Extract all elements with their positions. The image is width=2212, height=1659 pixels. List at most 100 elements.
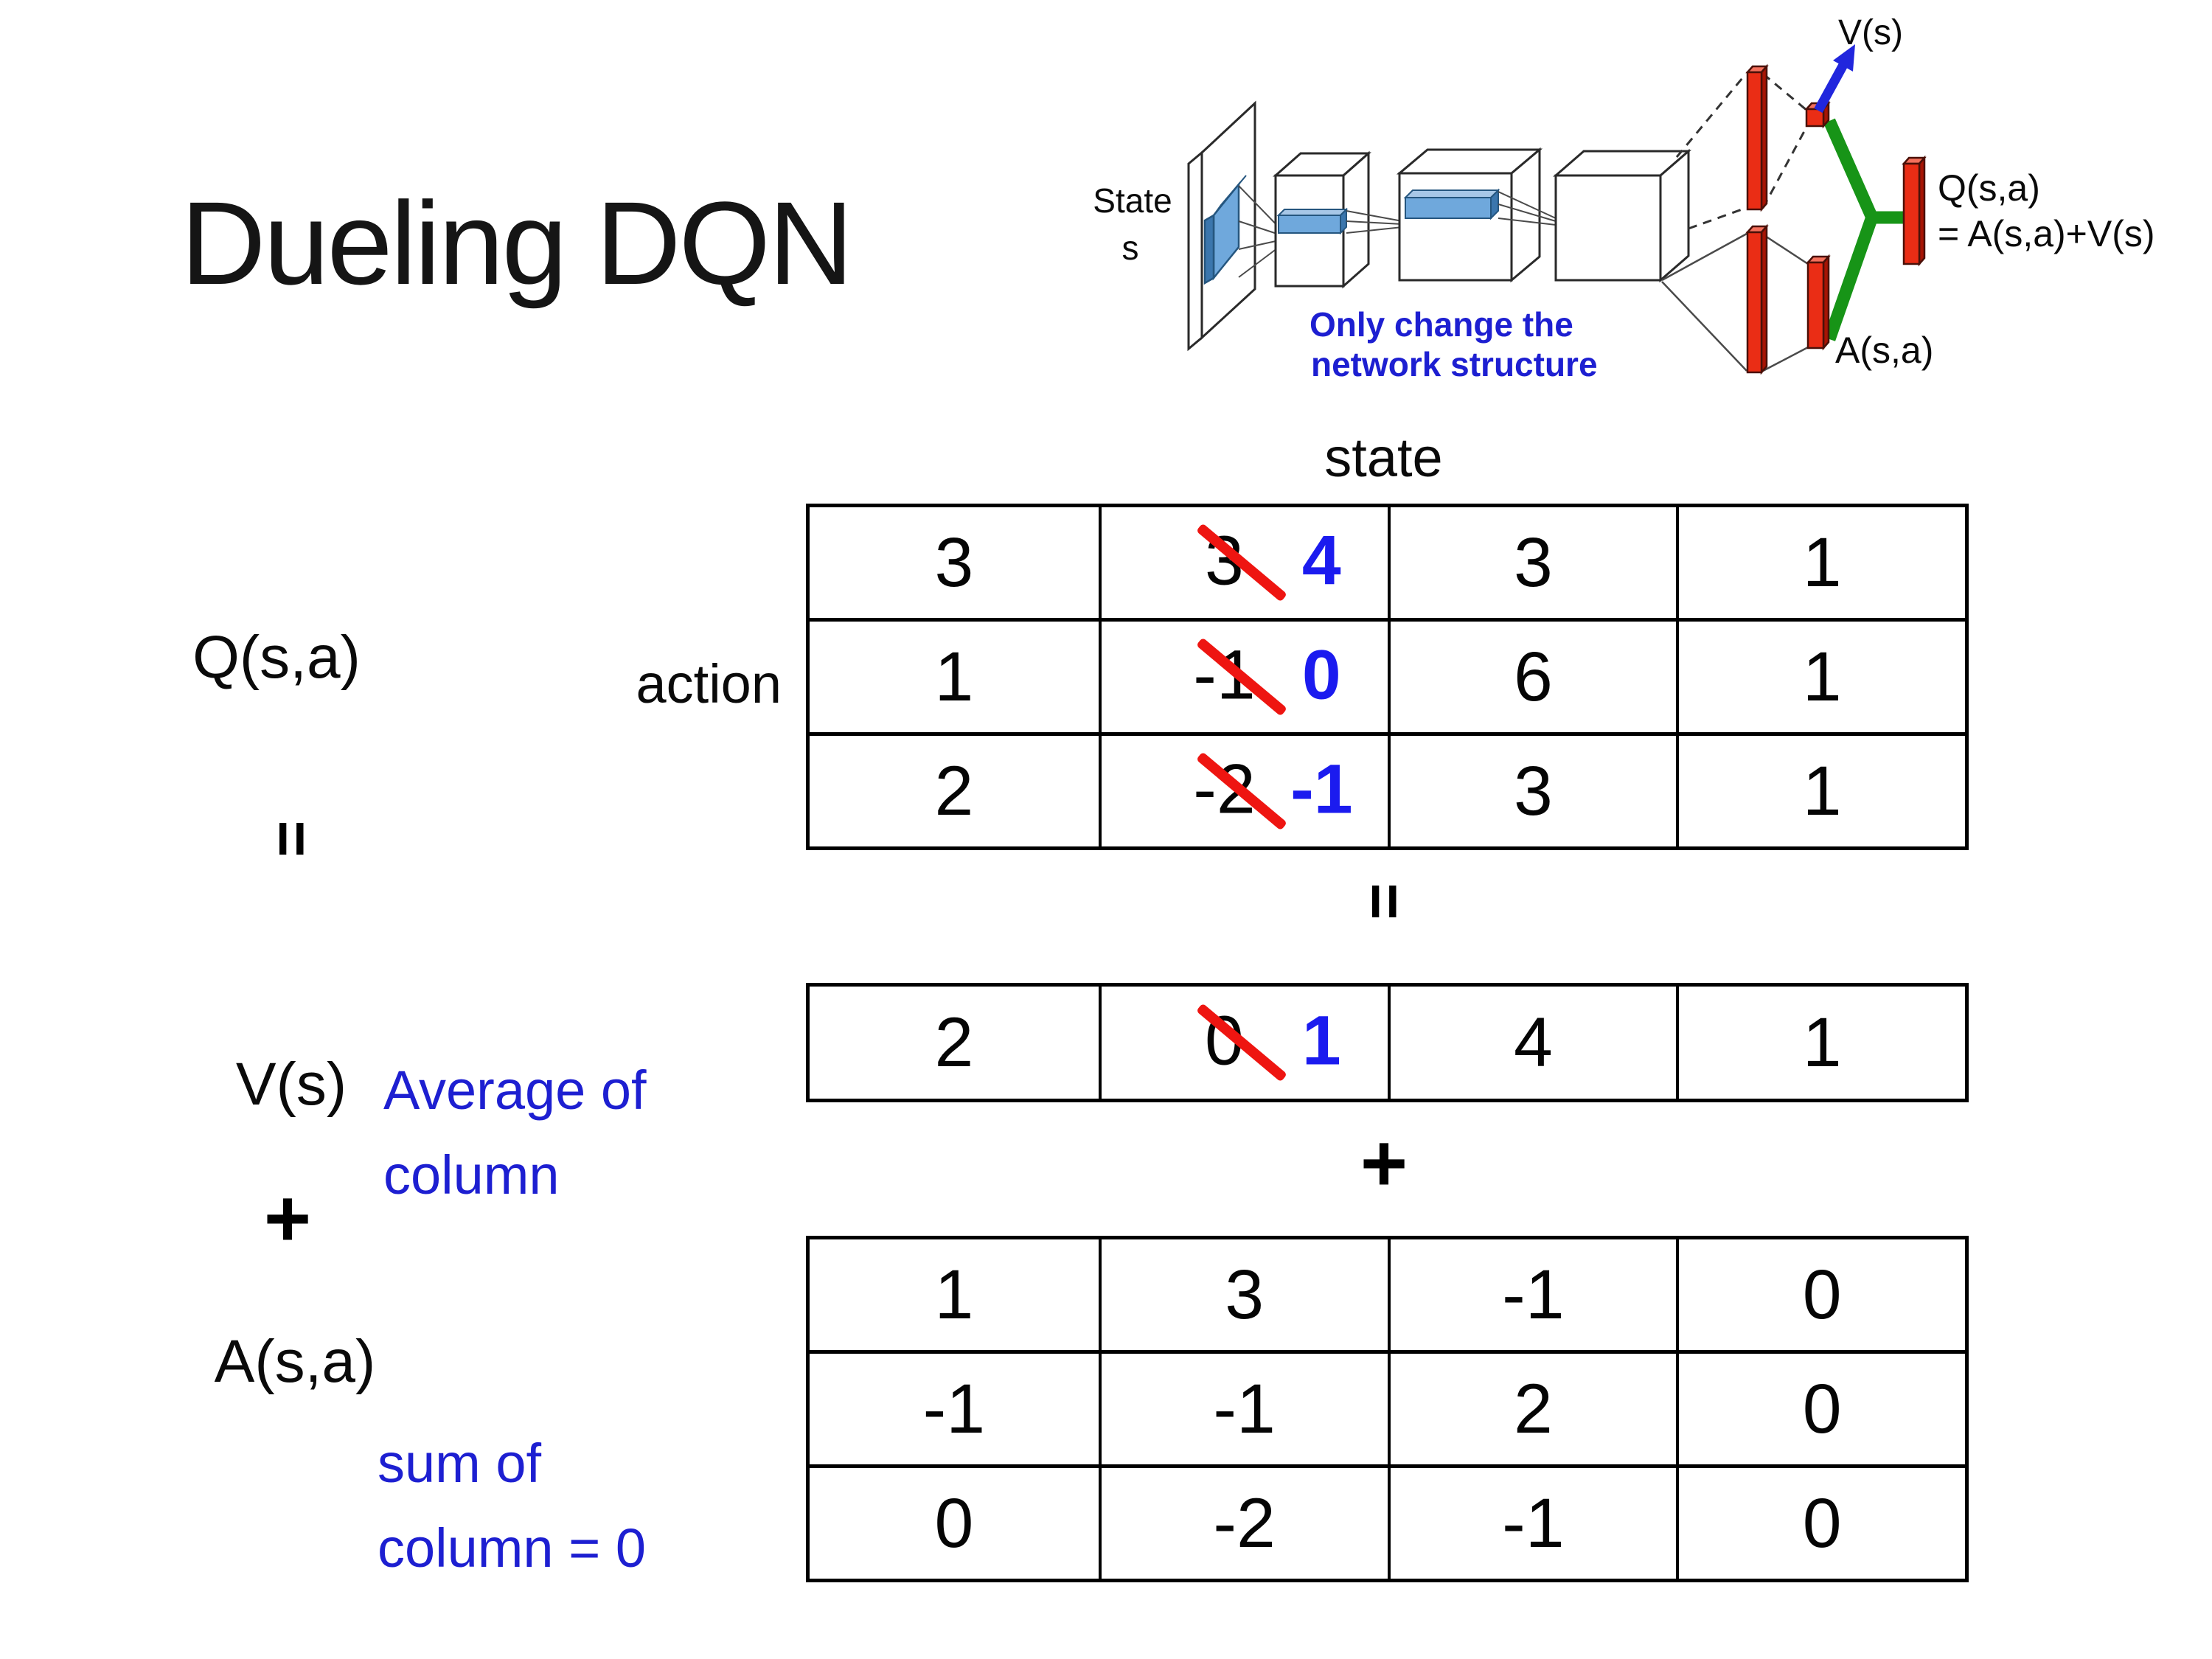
cell-value: -1 <box>922 1369 986 1448</box>
a-cell: 0 <box>1676 1239 1965 1350</box>
v-cell-corrected: 0 1 <box>1098 987 1388 1099</box>
plus-glyph-left: + <box>263 1173 312 1264</box>
new-value: -1 <box>1290 750 1353 829</box>
dueling-network-diagram: State s V(s) Q(s,a) = A(s,a)+V(s) A(s,a)… <box>1093 13 2155 383</box>
q-cell: 3 <box>1387 507 1677 618</box>
state-input-label-line1: State <box>1093 181 1172 220</box>
v-cell: 4 <box>1387 987 1677 1099</box>
equation-v-label: V(s) <box>235 1051 347 1118</box>
feature-bar-2 <box>1403 188 1500 220</box>
cell-value: 2 <box>1513 1369 1553 1448</box>
q-cell-corrected: 3 4 <box>1098 507 1388 618</box>
cell-value: -1 <box>1502 1255 1565 1334</box>
q-output-label: Q(s,a) <box>1938 167 2040 209</box>
a-cell: -2 <box>1098 1468 1388 1579</box>
cell-value: 1 <box>1802 1003 1842 1082</box>
sum-note-line1: sum of <box>378 1433 542 1494</box>
state-axis-label: state <box>1324 427 1443 488</box>
conv-fan-lines-2 <box>1346 210 1403 234</box>
a-cell: 0 <box>1676 1468 1965 1579</box>
v-cell: 1 <box>1676 987 1965 1099</box>
a-cell: 1 <box>810 1239 1099 1350</box>
cell-value: 2 <box>934 1003 974 1082</box>
feature-bar-1 <box>1276 207 1349 235</box>
sum-note-line2: column = 0 <box>378 1517 647 1579</box>
cell-value: 0 <box>1802 1369 1842 1448</box>
network-note-line2: network structure <box>1311 345 1598 383</box>
q-cell-corrected: -2 -1 <box>1098 736 1388 846</box>
page-title: Dueling DQN <box>181 177 854 309</box>
table-row: 3 3 4 3 1 <box>810 507 1965 618</box>
cell-value: -2 <box>1213 1484 1276 1562</box>
cell-value: 1 <box>1802 523 1842 602</box>
q-output-formula: = A(s,a)+V(s) <box>1938 213 2155 254</box>
table-row: -1 -1 2 0 <box>810 1350 1965 1464</box>
rotated-equals-glyph: = <box>256 819 327 858</box>
equation-a-label: A(s,a) <box>214 1328 376 1395</box>
advantage-table: 1 3 -1 0 -1 -1 2 0 0 -2 -1 0 <box>806 1236 1969 1582</box>
plus-glyph-center: + <box>1360 1118 1408 1208</box>
q-cell-corrected: -1 0 <box>1098 622 1388 732</box>
cell-value: 1 <box>1802 637 1842 716</box>
cell-value: 1 <box>934 637 974 716</box>
network-note-line1: Only change the <box>1310 305 1573 344</box>
a-cell: -1 <box>1387 1468 1677 1579</box>
state-input-label-line2: s <box>1122 229 1139 267</box>
advantage-output-label: A(s,a) <box>1835 330 1933 371</box>
value-output-arrow <box>1814 44 1855 114</box>
new-value: 1 <box>1301 1001 1341 1080</box>
advantage-hidden-bar <box>1745 223 1769 375</box>
cell-value: 3 <box>1225 1255 1265 1334</box>
q-cell: 1 <box>1676 507 1965 618</box>
a-cell: -1 <box>1387 1239 1677 1350</box>
q-output-bar <box>1902 155 1927 267</box>
conv-patch-icon <box>1203 175 1247 285</box>
cell-value: 4 <box>1513 1003 1553 1082</box>
value-hidden-bar <box>1745 63 1769 212</box>
cell-value: -1 <box>1213 1369 1276 1448</box>
table-row: 1 3 -1 0 <box>810 1239 1965 1350</box>
average-note-line1: Average of <box>383 1060 647 1121</box>
a-cell: -1 <box>1098 1354 1388 1464</box>
advantage-stream-links <box>1661 232 1810 372</box>
cell-value: 0 <box>934 1484 974 1562</box>
equation-plus-center: + <box>1329 1118 1439 1208</box>
advantage-vector-bar <box>1806 254 1831 351</box>
equation-equals-center: = <box>1329 861 1439 941</box>
new-value: 0 <box>1301 636 1341 714</box>
q-value-table: 3 3 4 3 1 1 -1 0 6 1 2 -2 -1 <box>806 504 1969 850</box>
new-value: 4 <box>1301 521 1341 600</box>
cell-value: 6 <box>1513 637 1553 716</box>
conv-fan-lines-3 <box>1498 191 1557 226</box>
q-cell: 3 <box>810 507 1099 618</box>
cell-value: 0 <box>1802 1255 1842 1334</box>
cell-value: -1 <box>1502 1484 1565 1562</box>
cell-value: 3 <box>1513 523 1553 602</box>
cell-value: 0 <box>1802 1484 1842 1562</box>
table-row: 2 -2 -1 3 1 <box>810 732 1965 846</box>
a-cell: 0 <box>1676 1354 1965 1464</box>
q-cell: 1 <box>810 622 1099 732</box>
input-plane-shape <box>1187 100 1256 352</box>
state-value-table: 2 0 1 4 1 <box>806 983 1969 1102</box>
table-row: 1 -1 0 6 1 <box>810 618 1965 732</box>
table-row: 2 0 1 4 1 <box>810 987 1965 1099</box>
a-cell: 2 <box>1387 1354 1677 1464</box>
equation-q-label: Q(s,a) <box>192 624 361 691</box>
equation-plus-left: + <box>232 1173 343 1264</box>
fc-layer-box <box>1552 148 1692 283</box>
equation-equals-left: = <box>236 798 347 879</box>
value-stream-links <box>1675 72 1810 230</box>
rotated-equals-glyph-center: = <box>1349 882 1420 920</box>
sum-of-column-note: sum of column = 0 <box>378 1422 646 1590</box>
table-row: 0 -2 -1 0 <box>810 1464 1965 1579</box>
action-axis-label: action <box>636 653 782 714</box>
a-cell: 0 <box>810 1468 1099 1579</box>
q-cell: 2 <box>810 736 1099 846</box>
q-cell: 3 <box>1387 736 1677 846</box>
v-cell: 2 <box>810 987 1099 1099</box>
cell-value: 3 <box>934 523 974 602</box>
a-cell: 3 <box>1098 1239 1388 1350</box>
a-cell: -1 <box>810 1354 1099 1464</box>
